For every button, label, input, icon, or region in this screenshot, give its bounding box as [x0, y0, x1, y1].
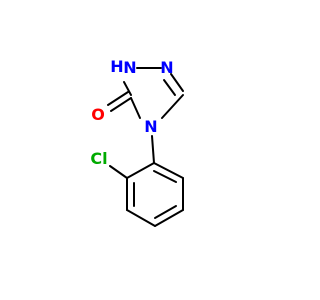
- bond-n2-c5: [170, 73, 184, 92]
- atom-label-o: O: [91, 105, 105, 124]
- bond-ph-c6-c1-inner: [153, 170, 177, 183]
- bond-c-cl: [109, 165, 128, 179]
- bond-ph-c3-c4: [126, 209, 156, 227]
- bond-ph-c1-c2: [126, 162, 155, 179]
- bond-n4-c3: [130, 97, 141, 119]
- bond-c3-n2h: [123, 81, 132, 96]
- atom-label-n4: N: [144, 117, 157, 136]
- bond-c3-o: [110, 97, 132, 112]
- bond-c5-n4: [161, 94, 184, 119]
- bond-n4-phenyl: [151, 135, 155, 164]
- bond-ph-c6-c1: [153, 162, 184, 179]
- bond-n2-c5-double: [163, 79, 176, 96]
- molecule-structure: H N N O N Cl: [90, 57, 184, 227]
- atom-label-cl: Cl: [90, 149, 107, 168]
- atom-label-n2: N: [160, 58, 173, 77]
- atom-label-n1: N: [123, 58, 136, 77]
- bond-ph-c4-c5: [154, 209, 184, 227]
- bond-c3-o-double: [107, 91, 129, 106]
- atom-label-h: H: [110, 57, 123, 76]
- bond-ph-c4-c5-inner: [154, 205, 177, 219]
